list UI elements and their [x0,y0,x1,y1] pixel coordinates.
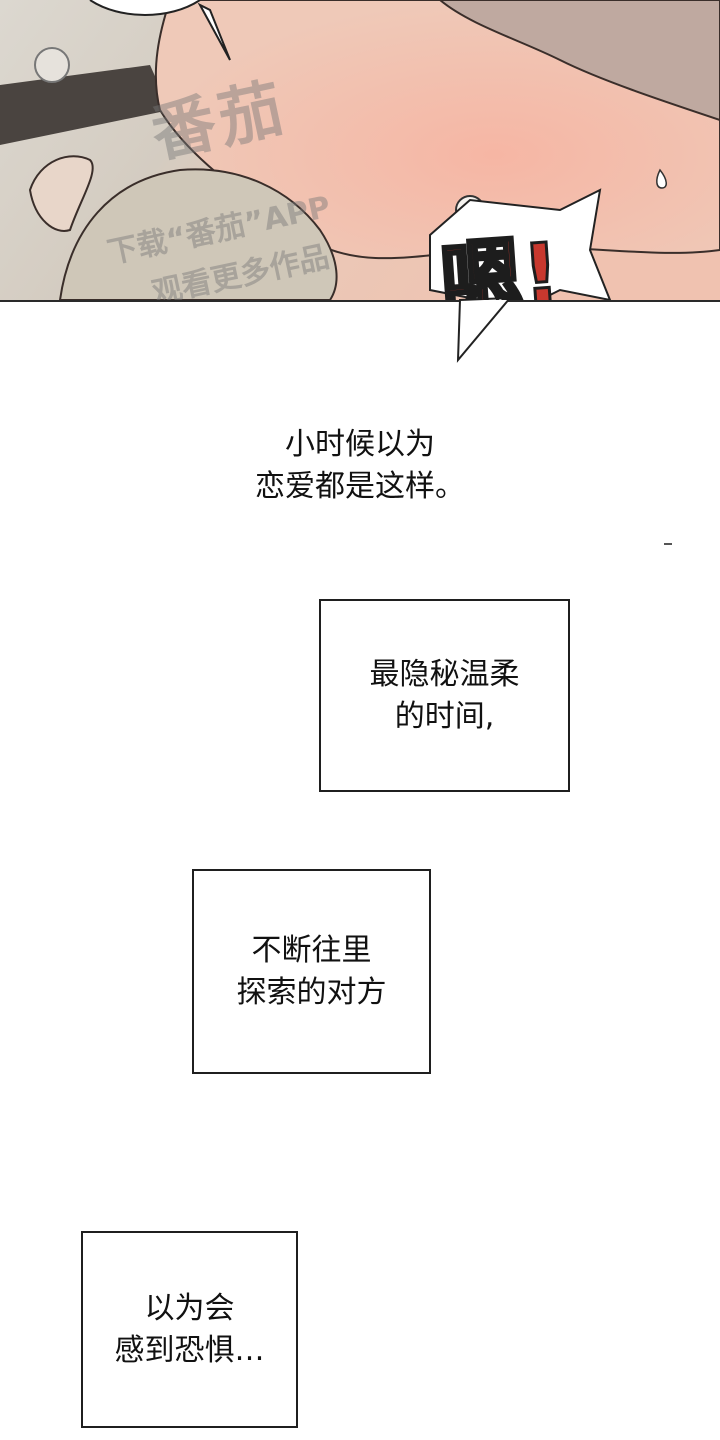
caption-1-line-1: 最隐秘温柔 [369,656,520,692]
caption-3-line-2: 感到恐惧… [114,1332,265,1368]
comic-panel-top: 番茄 下载“番茄”APP 观看更多作品 嗯! [0,0,720,302]
caption-1-line-2: 的时间, [394,698,495,734]
burst-tail [456,296,513,363]
narration-line-1: 小时候以为 [285,427,435,462]
caption-3-line-1: 以为会 [144,1290,235,1326]
sound-effect-text: 嗯! [436,224,565,302]
caption-box-2: 不断往里 探索的对方 [192,869,431,1074]
stray-mark [664,543,672,545]
caption-2-line-1: 不断往里 [251,932,372,968]
caption-2-line-2: 探索的对方 [236,974,387,1010]
caption-box-1: 最隐秘温柔 的时间, [319,599,570,792]
comic-illustration [0,0,720,300]
caption-box-3: 以为会 感到恐惧… [81,1231,298,1428]
narration-text: 小时候以为 恋爱都是这样。 [0,424,720,508]
narration-line-2: 恋爱都是这样。 [255,469,465,504]
